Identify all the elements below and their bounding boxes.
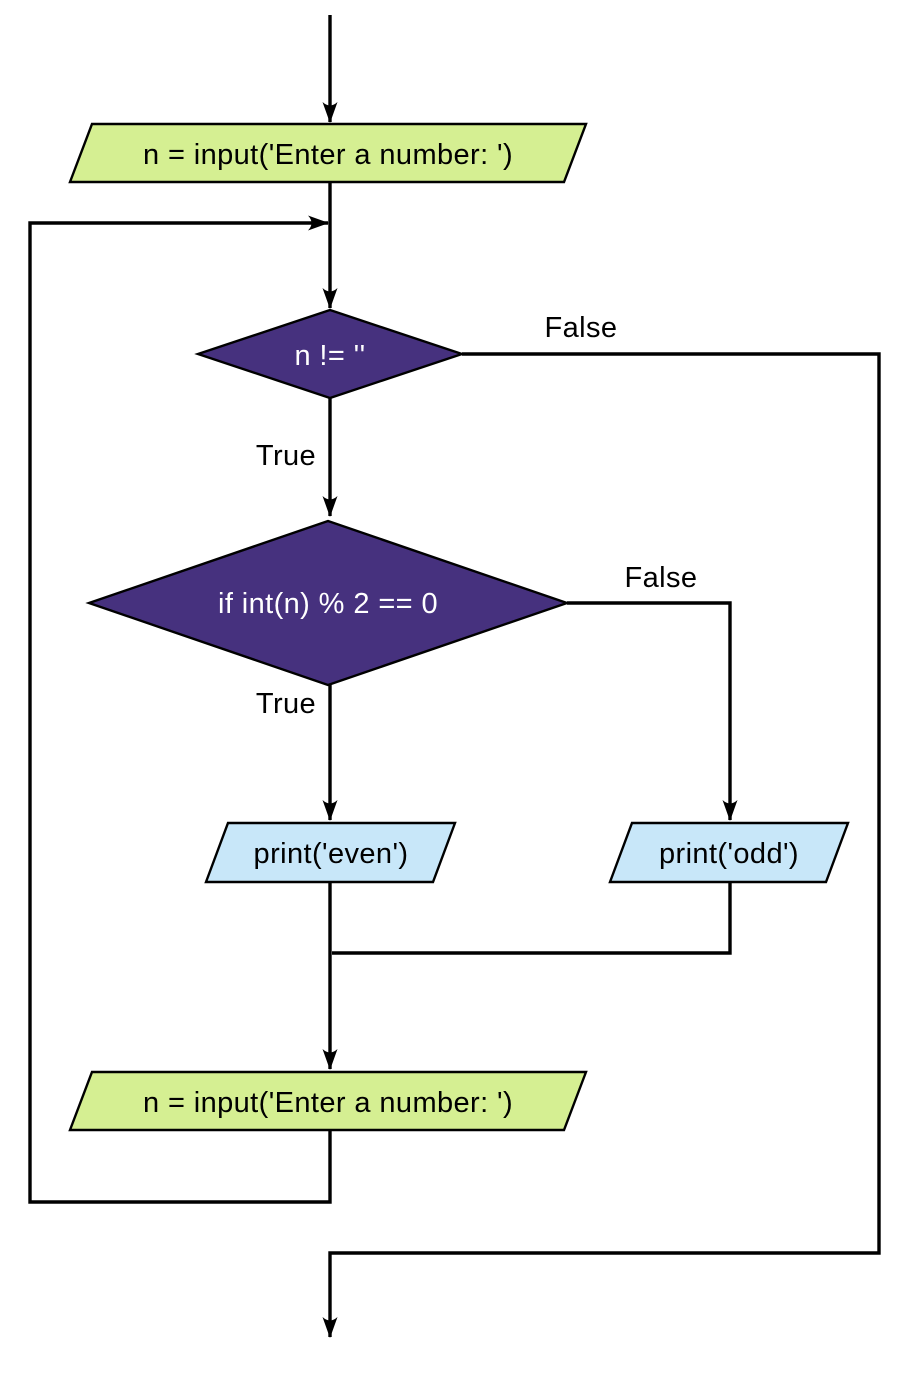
io-node-input-bottom-label: n = input('Enter a number: ') [143,1087,513,1119]
edge-not-empty-false-exit [322,352,881,1338]
edge-label-not-empty-true: True [256,440,316,472]
edge-label-even-true: True [256,688,316,720]
io-node-print-even-label: print('even') [254,838,409,870]
decision-node-even-check [85,519,571,687]
edge-even-false-to-print-odd [567,601,738,821]
io-node-print-odd [608,821,850,884]
io-node-print-even [204,821,457,884]
edge-label-not-empty-false: False [545,312,618,344]
edge-label-even-false: False [625,562,698,594]
edge-loop-back [28,215,332,1204]
io-node-input-bottom [68,1070,588,1132]
edge-print-odd-merge [332,882,732,955]
io-node-print-odd-label: print('odd') [659,838,799,870]
decision-node-not-empty [194,308,466,400]
decision-node-not-empty-label: n != '' [294,340,365,372]
io-node-input-top-label: n = input('Enter a number: ') [143,139,513,171]
io-node-input-top [68,122,588,184]
decision-node-even-check-label: if int(n) % 2 == 0 [218,588,438,620]
